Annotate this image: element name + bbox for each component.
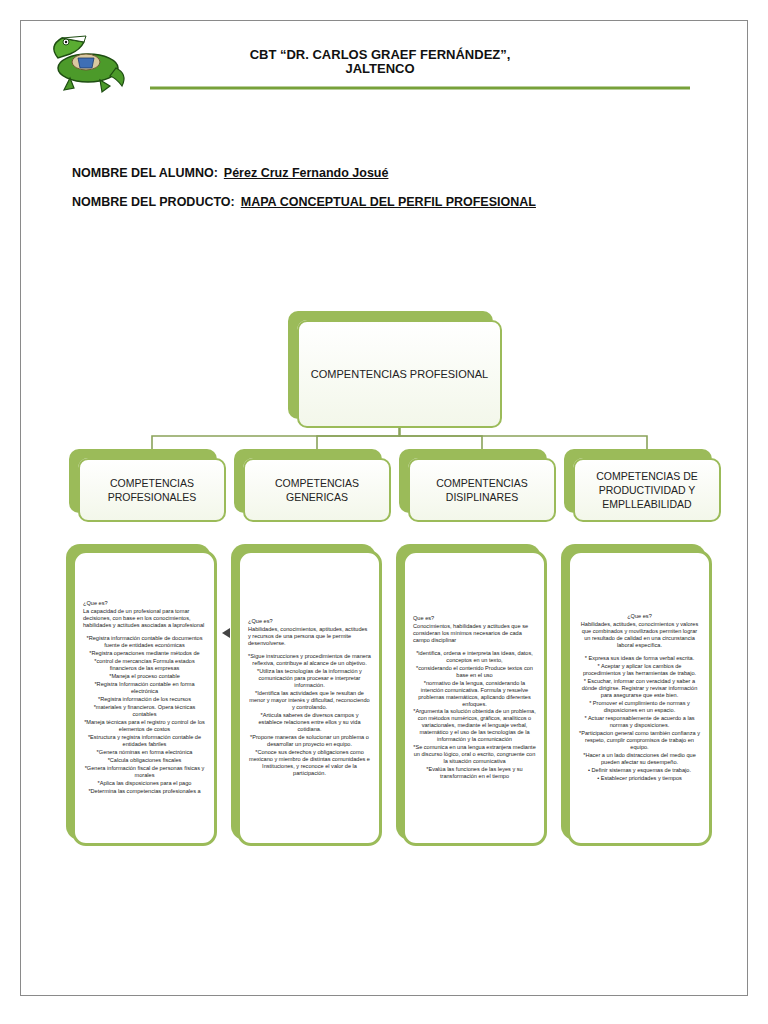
question-heading: Que es? (413, 615, 536, 622)
bullet-item: * Aceptar y aplicar los cambios de proce… (578, 663, 701, 677)
definition-text: La capacidad de un profesional para toma… (83, 608, 206, 629)
bullet-item: *Articula saberes de diversos campos y e… (248, 712, 371, 733)
bullet-item: *Aplica las disposiciones para el pago (83, 780, 206, 787)
bullet-item: *Registra información de los recursos (83, 696, 206, 703)
description-box: ¿Que es?La capacidad de un profesional p… (72, 550, 217, 846)
bullet-item: *Evalúa las funciones de las leyes y su … (413, 766, 536, 780)
bullet-item: *normativo de la lengua, considerando la… (413, 680, 536, 708)
category-box: COMPENTENCIAS DISIPLINARES (408, 458, 556, 522)
bullet-item: *Se comunica en una lengua extranjera me… (413, 744, 536, 765)
bullet-item: *Genera nóminas en forma electrónica (83, 749, 206, 756)
bullet-item: *Determina las competencias profesionale… (83, 788, 206, 795)
bullet-item: *Participacion general como también conf… (578, 730, 701, 751)
bullet-item: *Estructura y registra información conta… (83, 734, 206, 748)
info-row: NOMBRE DEL PRODUCTO: MAPA CONCEPTUAL DEL … (72, 195, 536, 209)
bullet-item: *Conoce sus derechos y obligaciones como… (248, 749, 371, 777)
description-box: Que es?Conocimientos, habilidades y acti… (402, 550, 547, 846)
category-box: COMPETENCIAS PROFESIONALES (78, 458, 226, 522)
bullet-item: *Calcula obligaciones fiscales (83, 757, 206, 764)
box-heading: COMPENTENCIAS DISIPLINARES (418, 476, 546, 504)
definition-text: Habilidades, actitudes, conocimientos y … (578, 621, 701, 649)
category-box: COMPETENCIAS GENERICAS (243, 458, 391, 522)
description-box: ¿Que es?Habilidades, actitudes, conocimi… (567, 550, 712, 846)
field-value: MAPA CONCEPTUAL DEL PERFIL PROFESIONAL (241, 195, 536, 209)
bullet-item: *Utiliza las tecnologías de la informaci… (248, 668, 371, 689)
info-row: NOMBRE DEL ALUMNO: Pérez Cruz Fernando Jo… (72, 166, 388, 180)
box-heading: COMPETENCIAS PROFESIONALES (88, 476, 216, 504)
bullet-item: *Maneja el proceso contable (83, 673, 206, 680)
bullet-item: *considerando el contenido Produce texto… (413, 665, 536, 679)
box-heading: COMPETENCIAS DE PRODUCTIVIDAD Y EMPLLEAB… (583, 469, 711, 512)
bullet-item: *Maneja técnicas para el registro y cont… (83, 719, 206, 733)
bullet-item: * Actuar responsablemente de acuerdo a l… (578, 715, 701, 729)
tree-connector (400, 428, 648, 458)
description-box: ¿Que es?Habilidades, conocimientos, apti… (237, 550, 382, 846)
bullet-item: *Registra operaciones mediante métodos d… (83, 650, 206, 657)
page-border (21, 21, 748, 996)
question-heading: ¿Que es? (248, 618, 371, 625)
question-heading: ¿Que es? (83, 600, 206, 607)
bullet-item: *materiales y financieros. Opera técnica… (83, 704, 206, 718)
bullet-item: *Identifica las actividades que le resul… (248, 690, 371, 711)
field-label: NOMBRE DEL PRODUCTO: (72, 195, 235, 209)
bullet-item: * Expresa sus ideas de forma verbal escr… (578, 655, 701, 662)
box-heading: COMPENTENCIAS PROFESIONAL (307, 367, 492, 382)
bullet-item: • Definir sistemas y esquemas de trabajo… (578, 767, 701, 774)
bullet-item: *Argumenta la solución obtenida de un pr… (413, 708, 536, 743)
crocodile-logo (54, 36, 124, 92)
bullet-item: * Escuchar, informar con veracidad y sab… (578, 678, 701, 699)
definition-text: Conocimientos, habilidades y actitudes q… (413, 623, 536, 644)
bullet-item: *Registra información contable de docume… (83, 635, 206, 649)
definition-text: Habilidades, conocimientos, aptitudes, a… (248, 626, 371, 647)
bullet-item: *Registra Información contable en forma … (83, 681, 206, 695)
header-rule (150, 87, 690, 90)
bullet-item: *Propone maneras de solucionar un proble… (248, 734, 371, 748)
field-value: Pérez Cruz Fernando Josué (224, 166, 389, 180)
tree-connector (400, 428, 483, 458)
bullet-item: * Promover el cumplimiento de normas y d… (578, 700, 701, 714)
root-box: COMPENTENCIAS PROFESIONAL (297, 320, 502, 428)
tree-connector (152, 428, 400, 458)
category-box: COMPETENCIAS DE PRODUCTIVIDAD Y EMPLLEAB… (573, 458, 721, 522)
school-title: CBT “DR. CARLOS GRAEF FERNÁNDEZ”, JALTEN… (215, 48, 545, 77)
bullet-item: *Genera información fiscal de personas f… (83, 765, 206, 779)
bullet-item: *Sigue instrucciones y procedimientos de… (248, 653, 371, 667)
bullet-item: *Hacer a un lado distracciones del medio… (578, 752, 701, 766)
tree-connector (317, 428, 400, 458)
pointer-mark (222, 628, 230, 638)
field-label: NOMBRE DEL ALUMNO: (72, 166, 218, 180)
question-heading: ¿Que es? (578, 613, 701, 620)
bullet-item: *identifica, ordena e interpreta las ide… (413, 650, 536, 664)
bullet-item: • Establecer prioridades y tiempos (578, 775, 701, 782)
box-heading: COMPETENCIAS GENERICAS (253, 476, 381, 504)
bullet-item: *control de mercancías Formula estados f… (83, 658, 206, 672)
